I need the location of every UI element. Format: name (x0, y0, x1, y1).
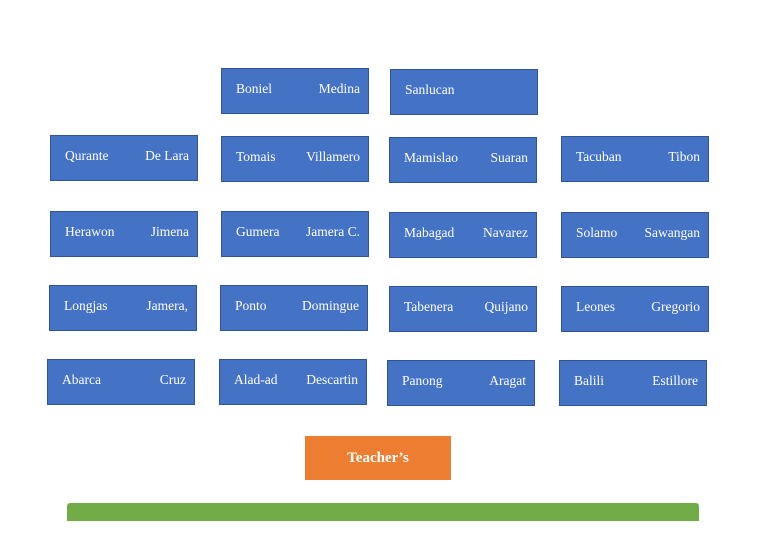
seat-boniel-medina: Boniel Medina (221, 68, 369, 114)
seat-name-right: De Lara (145, 148, 189, 163)
seat-name-left: Tacuban (576, 149, 622, 164)
seat-tacuban-tibon: Tacuban Tibon (561, 136, 709, 182)
seat-name-left: Balili (574, 373, 604, 388)
seat-longjas-jamera: Longjas Jamera, (49, 285, 197, 331)
seat-name-left: Herawon (65, 224, 115, 239)
seat-name-left: Mabagad (404, 225, 455, 240)
seat-name-right: Jamera, (146, 298, 188, 313)
seat-name-right: Sawangan (644, 225, 700, 240)
seat-name-right: Domingue (302, 298, 359, 313)
seat-qurante-delara: Qurante De Lara (50, 135, 198, 181)
seat-name-right: Villamero (306, 149, 360, 164)
seat-name-right: Jimena (150, 224, 189, 239)
seat-name-right: Medina (318, 81, 360, 96)
seat-name-left: Abarca (62, 372, 101, 387)
seat-name-right: Tibon (668, 149, 700, 164)
seat-name-right: Jamera C. (306, 224, 360, 239)
seat-name-right: Estillore (652, 373, 698, 388)
seat-name-left: Mamislao (404, 150, 458, 165)
seat-name-left: Gumera (236, 224, 280, 239)
seat-tabenera-quijano: Tabenera Quijano (389, 286, 537, 332)
seat-name-left: Solamo (576, 225, 618, 240)
seat-balili-estillore: Balili Estillore (559, 360, 707, 406)
seat-tomais-villamero: Tomais Villamero (221, 136, 369, 182)
seat-name-left: Boniel (236, 81, 272, 96)
seat-name-left: Alad-ad (234, 372, 278, 387)
seat-name-right: Gregorio (651, 299, 700, 314)
seat-name-right: Cruz (159, 372, 186, 387)
seat-solamo-sawangan: Solamo Sawangan (561, 212, 709, 258)
seat-aladad-descartin: Alad-ad Descartin (219, 359, 367, 405)
teacher-desk: Teacher’s (305, 436, 451, 480)
seat-name-left: Leones (576, 299, 615, 314)
seat-leones-gregorio: Leones Gregorio (561, 286, 709, 332)
seat-name-left: Sanlucan (405, 82, 455, 97)
seat-name-left: Tomais (236, 149, 276, 164)
seat-herawon-jimena: Herawon Jimena (50, 211, 198, 257)
seat-name-left: Ponto (235, 298, 267, 313)
seat-name-right: Suaran (490, 150, 529, 165)
seat-name-left: Tabenera (404, 299, 454, 314)
seat-name-right: Descartin (306, 372, 358, 387)
seat-name-left: Panong (402, 373, 443, 388)
seat-name-left: Qurante (65, 148, 109, 163)
seat-ponto-domingue: Ponto Domingue (220, 285, 368, 331)
seat-mabagad-navarez: Mabagad Navarez (389, 212, 537, 258)
seat-name-right: Aragat (489, 373, 526, 388)
seat-abarca-cruz: Abarca Cruz (47, 359, 195, 405)
seat-sanlucan: Sanlucan (390, 69, 538, 115)
teacher-label: Teacher’s (347, 449, 409, 466)
seat-name-right: Quijano (484, 299, 529, 314)
seat-name-right: Navarez (483, 225, 528, 240)
seat-panong-aragat: Panong Aragat (387, 360, 535, 406)
chalkboard (67, 503, 699, 521)
seat-mamislao-suaran: Mamislao Suaran (389, 137, 537, 183)
seat-name-left: Longjas (64, 298, 108, 313)
seat-gumera-jamera: Gumera Jamera C. (221, 211, 369, 257)
